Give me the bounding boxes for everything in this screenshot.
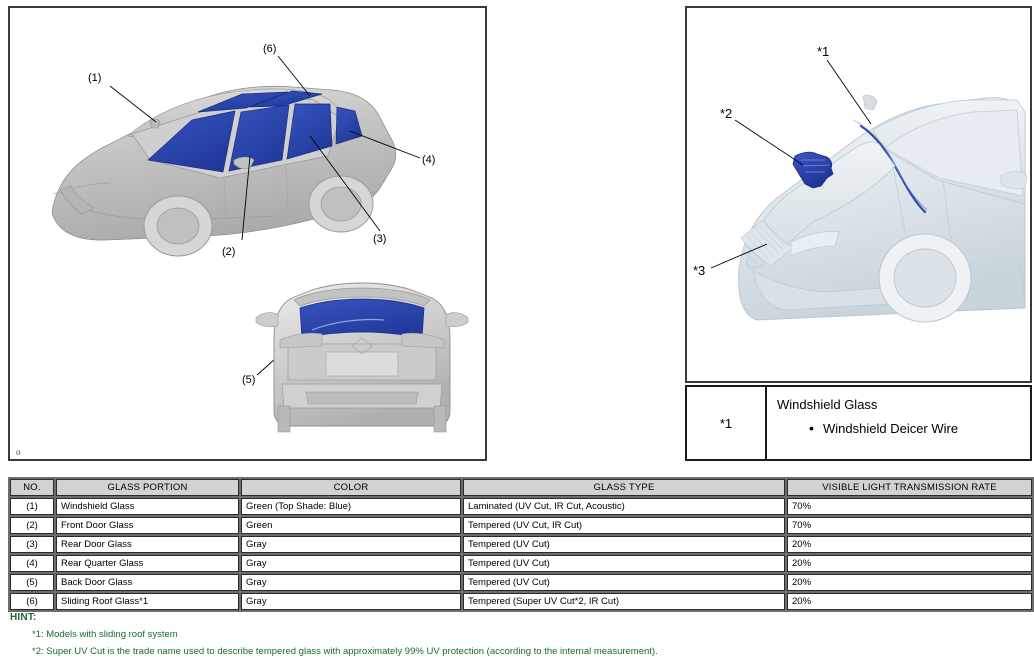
- cell-glass-type: Tempered (UV Cut, IR Cut): [463, 517, 785, 534]
- col-header-glass-type: GLASS TYPE: [463, 479, 785, 496]
- cell-no: (1): [10, 498, 54, 515]
- legend-value: Windshield Glass Windshield Deicer Wire: [767, 387, 1030, 459]
- hint-label: HINT:: [10, 612, 37, 623]
- callout-1-label: (1): [88, 72, 101, 84]
- left-illustration-panel: (1) (2) (3) (4) (6) (5): [8, 6, 487, 461]
- cell-vltr: 20%: [787, 593, 1032, 610]
- cell-vltr: 20%: [787, 536, 1032, 553]
- windshield-deicer-diagram: *1 *2 *3: [693, 44, 1028, 323]
- cell-no: (5): [10, 574, 54, 591]
- cell-glass-portion: Windshield Glass: [56, 498, 239, 515]
- callout-3-label: (3): [373, 233, 386, 245]
- cell-glass-type: Tempered (UV Cut): [463, 574, 785, 591]
- suv-side-view: [51, 85, 397, 257]
- table-row: (6) Sliding Roof Glass*1 Gray Tempered (…: [10, 593, 1032, 610]
- cell-color: Green: [241, 517, 461, 534]
- callout-2-label: (2): [222, 246, 235, 258]
- hood-component-highlight: [792, 151, 834, 189]
- callout-4-label: (4): [422, 154, 435, 166]
- col-header-vltr: VISIBLE LIGHT TRANSMISSION RATE: [787, 479, 1032, 496]
- star-callout-leaders: [710, 59, 872, 269]
- legend-bullet-list: Windshield Deicer Wire: [777, 418, 1030, 438]
- cell-vltr: 70%: [787, 517, 1032, 534]
- glass-rear-door: [286, 103, 333, 160]
- glass-sliding-roof-rear: [249, 90, 323, 108]
- callout-star-3-label: *3: [693, 263, 705, 278]
- col-header-glass-portion: GLASS PORTION: [56, 479, 239, 496]
- legend-title: Windshield Glass: [777, 397, 878, 412]
- glass-sliding-roof: [197, 91, 289, 113]
- glass-windshield: [147, 110, 236, 173]
- hint-line-1: *1: Models with sliding roof system: [32, 629, 178, 640]
- panel-corner-mark: o: [16, 447, 21, 457]
- glass-front-door: [228, 104, 290, 172]
- callout-star-1-label: *1: [817, 44, 829, 59]
- cell-vltr: 70%: [787, 498, 1032, 515]
- table-row: (5) Back Door Glass Gray Tempered (UV Cu…: [10, 574, 1032, 591]
- callout-6-label: (6): [263, 43, 276, 55]
- cell-glass-type: Laminated (UV Cut, IR Cut, Acoustic): [463, 498, 785, 515]
- col-header-no: NO.: [10, 479, 54, 496]
- cell-glass-portion: Back Door Glass: [56, 574, 239, 591]
- cell-color: Green (Top Shade: Blue): [241, 498, 461, 515]
- glass-rear-quarter: [335, 106, 363, 145]
- right-illustration-panel: *1 *2 *3: [685, 6, 1032, 383]
- glass-back-door: [299, 298, 425, 339]
- legend-key: *1: [687, 387, 767, 459]
- cell-no: (2): [10, 517, 54, 534]
- cell-glass-portion: Rear Quarter Glass: [56, 555, 239, 572]
- hint-block: HINT: *1: Models with sliding roof syste…: [10, 612, 1020, 658]
- windshield-legend-table: *1 Windshield Glass Windshield Deicer Wi…: [685, 385, 1032, 461]
- cell-glass-type: Tempered (Super UV Cut*2, IR Cut): [463, 593, 785, 610]
- cell-glass-portion: Rear Door Glass: [56, 536, 239, 553]
- callout-5-label: (5): [242, 374, 255, 386]
- table-row: (2) Front Door Glass Green Tempered (UV …: [10, 517, 1032, 534]
- table-row: (4) Rear Quarter Glass Gray Tempered (UV…: [10, 555, 1032, 572]
- suv-rear-view: [255, 282, 469, 433]
- vehicle-glass-diagram: (1) (2) (3) (4) (6) (5): [51, 43, 469, 433]
- table-header-row: NO. GLASS PORTION COLOR GLASS TYPE VISIB…: [10, 479, 1032, 496]
- cell-vltr: 20%: [787, 574, 1032, 591]
- legend-bullet-item: Windshield Deicer Wire: [809, 418, 1030, 438]
- cell-vltr: 20%: [787, 555, 1032, 572]
- callout-star-2-label: *2: [720, 106, 732, 121]
- cell-glass-type: Tempered (UV Cut): [463, 536, 785, 553]
- cell-glass-portion: Front Door Glass: [56, 517, 239, 534]
- table-row: (3) Rear Door Glass Gray Tempered (UV Cu…: [10, 536, 1032, 553]
- cell-no: (3): [10, 536, 54, 553]
- cell-glass-portion: Sliding Roof Glass*1: [56, 593, 239, 610]
- vehicle-front-three-quarter: [738, 94, 1028, 323]
- cell-no: (4): [10, 555, 54, 572]
- cell-color: Gray: [241, 555, 461, 572]
- col-header-color: COLOR: [241, 479, 461, 496]
- cell-glass-type: Tempered (UV Cut): [463, 555, 785, 572]
- cell-color: Gray: [241, 536, 461, 553]
- cell-color: Gray: [241, 593, 461, 610]
- grille-mesh: [742, 221, 788, 265]
- hint-line-2: *2: Super UV Cut is the trade name used …: [32, 646, 658, 658]
- glass-specification-table: NO. GLASS PORTION COLOR GLASS TYPE VISIB…: [8, 477, 1034, 612]
- cell-color: Gray: [241, 574, 461, 591]
- table-row: (1) Windshield Glass Green (Top Shade: B…: [10, 498, 1032, 515]
- cell-no: (6): [10, 593, 54, 610]
